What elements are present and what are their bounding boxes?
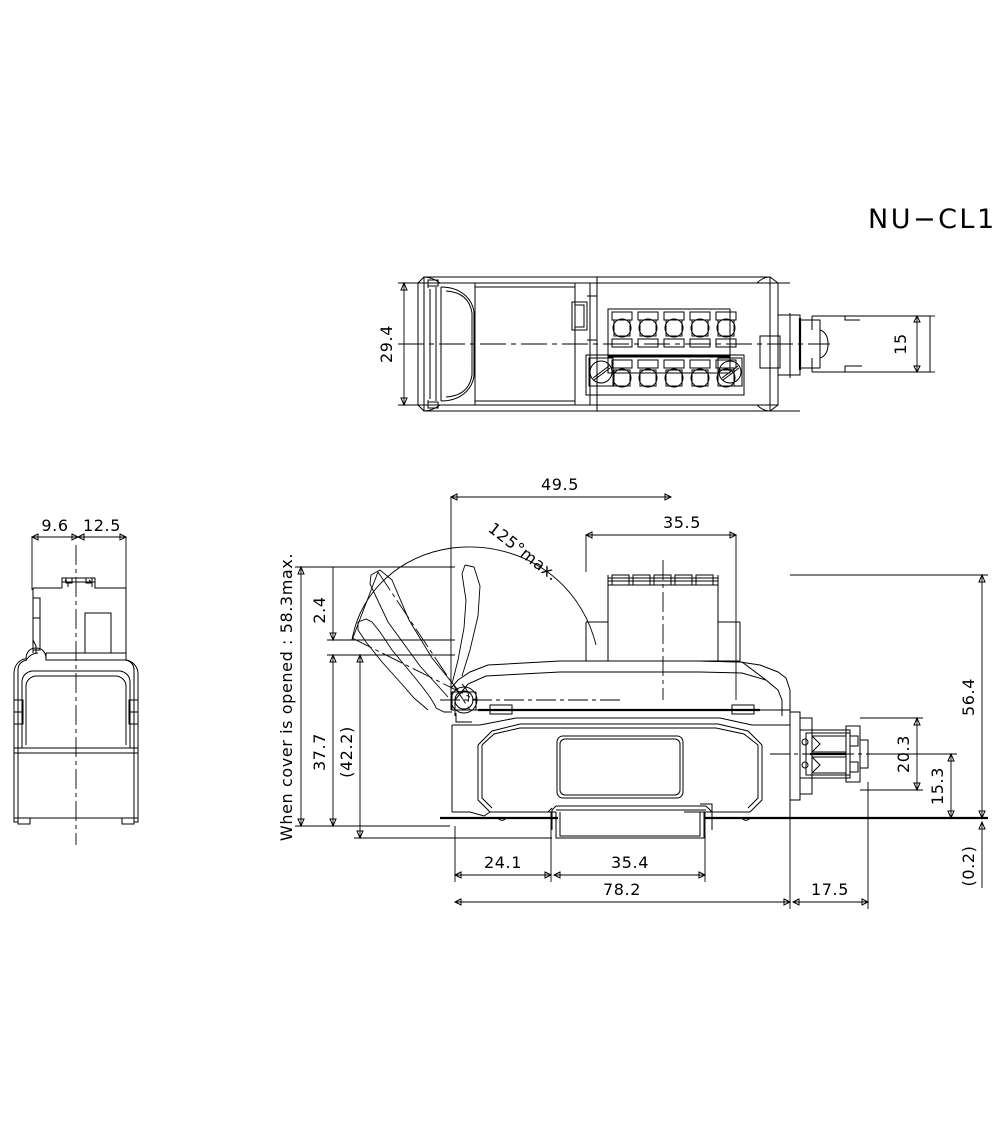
- top-view-body-outline: [417, 276, 779, 412]
- dimension-78-2: 78.2: [453, 818, 792, 909]
- dimension-29-4: 29.4: [377, 281, 450, 407]
- terminal-row-top: [611, 311, 737, 348]
- dimension-label-78-2: 78.2: [603, 880, 641, 899]
- dimension-label-15-3: 15.3: [928, 767, 947, 805]
- angle-label-125max: 125°max.: [485, 519, 562, 585]
- dimension-35-4: 35.4: [552, 812, 707, 882]
- dimension-label-24-1: 24.1: [484, 853, 522, 872]
- dimension-49-5: 49.5: [449, 475, 673, 688]
- top-view-mating-connector: [798, 315, 931, 373]
- dimension-label-35-5: 35.5: [663, 513, 701, 532]
- dimension-label-2-4: 2.4: [310, 596, 329, 623]
- dimension-15-3: 15.3: [880, 752, 957, 820]
- dimension-15: 15: [891, 314, 935, 374]
- top-view-connector: [759, 282, 821, 412]
- screw-left-icon: [588, 357, 614, 387]
- dimension-label-17-5: 17.5: [811, 880, 849, 899]
- dimension-label-35-4: 35.4: [611, 853, 649, 872]
- dimension-label-29-4: 29.4: [377, 325, 396, 363]
- left-view-housing: [13, 647, 139, 825]
- front-view-terminal-block: [585, 574, 741, 662]
- dimension-12-5: 12.5: [76, 516, 128, 590]
- dimension-label-15: 15: [891, 333, 910, 355]
- dimension-56-4: 56.4: [790, 573, 988, 820]
- drawing-title: NU−CL1: [868, 204, 997, 235]
- dimension-42-2: (42.2): [337, 653, 552, 840]
- front-view-housing: [440, 660, 791, 839]
- dimension-58-3max: When cover is opened : 58.3max.: [277, 553, 455, 841]
- screw-right-icon: [717, 357, 743, 387]
- dimension-17-5: 17.5: [791, 782, 870, 909]
- dimension-label-56-4: 56.4: [959, 678, 978, 716]
- left-view-connector-block: [32, 577, 127, 661]
- dimension-2-4: 2.4: [310, 567, 455, 642]
- front-view-opened-cover: [351, 564, 481, 713]
- left-side-view: 9.6 12.5: [13, 516, 139, 845]
- top-view-latch: [571, 295, 598, 341]
- dimension-label-49-5: 49.5: [541, 475, 579, 494]
- dimension-label-58-3max: When cover is opened : 58.3max.: [277, 553, 296, 841]
- dimension-label-37-7: 37.7: [310, 733, 329, 771]
- dimension-0-2: (0.2): [959, 820, 986, 888]
- dimension-37-7: 37.7: [310, 653, 455, 828]
- top-view-terminal-block: [585, 308, 745, 396]
- terminal-row-bottom: [611, 359, 737, 388]
- dimension-9-6: 9.6: [30, 516, 80, 590]
- front-view-connector: [790, 711, 869, 801]
- dimension-label-0-2: (0.2): [959, 846, 978, 887]
- dimension-label-9-6: 9.6: [41, 516, 68, 535]
- dimension-24-1: 24.1: [453, 812, 553, 882]
- dimension-label-12-5: 12.5: [83, 516, 121, 535]
- angle-arc-125max: 125°max.: [351, 519, 597, 646]
- top-view: 29.4 15: [377, 276, 935, 412]
- dimension-label-42-2: (42.2): [337, 726, 356, 778]
- front-view: 49.5 35.5 125°max.: [277, 475, 988, 909]
